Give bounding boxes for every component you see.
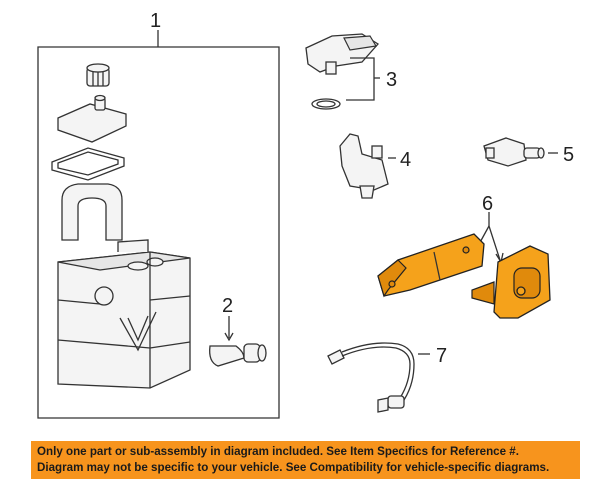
canister-assembly-box: 1: [37, 10, 280, 419]
callout-1: 1: [150, 10, 161, 32]
oxygen-sensor: 7: [327, 342, 447, 413]
vent-cap: [86, 63, 110, 87]
callout-5: 5: [563, 144, 574, 166]
filter-cover: [61, 183, 123, 241]
disclaimer-line-2: Diagram may not be specific to your vehi…: [37, 461, 550, 474]
purge-valve: 2: [209, 295, 267, 367]
callout-4: 4: [400, 149, 411, 171]
callout-3: 3: [386, 69, 397, 91]
pressure-sensor: 3: [305, 33, 397, 110]
callout-6: 6: [482, 193, 493, 215]
disclaimer-banner: Only one part or sub-assembly in diagram…: [31, 441, 580, 479]
vapor-switch: 5: [483, 137, 574, 167]
cover-plate: [57, 94, 127, 143]
disclaimer-line-1: Only one part or sub-assembly in diagram…: [37, 445, 519, 458]
callout-7: 7: [436, 345, 447, 367]
canister-body: [57, 239, 191, 389]
gasket: [51, 147, 125, 181]
parts-diagram: 1: [37, 10, 574, 419]
vent-valve: 4: [339, 133, 411, 199]
canister-bracket-highlighted: 6: [377, 193, 551, 319]
callout-2: 2: [222, 295, 233, 317]
